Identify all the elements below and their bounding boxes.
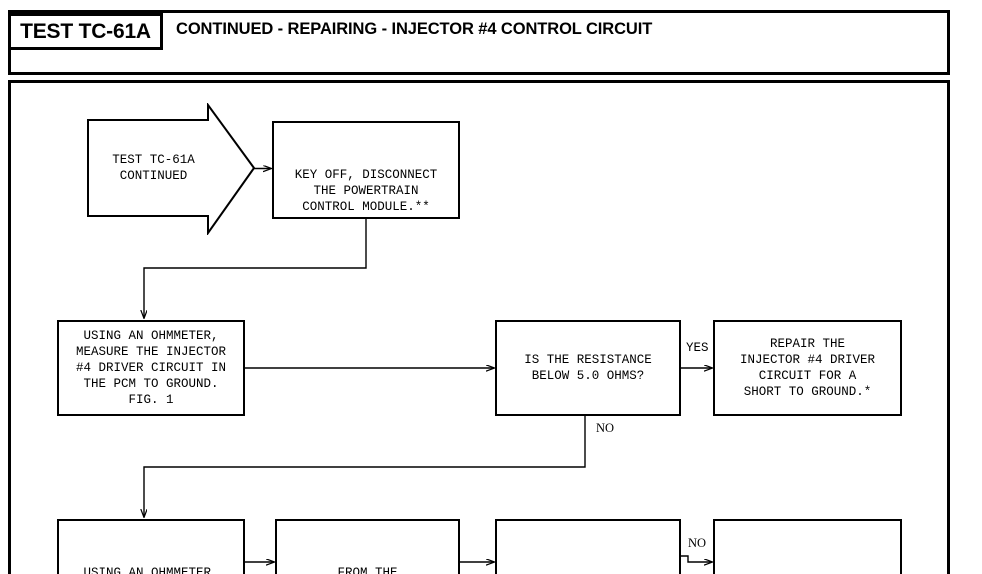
edge-label-no-2: NO [688, 536, 707, 550]
edge-label-yes-1: YES [686, 341, 709, 355]
node-decision-resistance-1-text: IS THE RESISTANCE BELOW 5.0 OHMS? [524, 353, 652, 383]
node-from-pcm-to: FROM THE POWERTRAIN CONTROL MODULE TO TH… [275, 519, 460, 574]
page-title: CONTINUED - REPAIRING - INJECTOR #4 CONT… [176, 20, 653, 38]
node-repair-open-driver: REPAIR THE OPEN INJECTOR #4 DRIVER [713, 519, 902, 574]
node-measure-across-driver-text: USING AN OHMMETER, MEASURE ACROSS THE IN… [83, 566, 219, 574]
node-measure-driver-ground-text: USING AN OHMMETER, MEASURE THE INJECTOR … [75, 329, 227, 407]
test-id-label: TEST TC-61A [20, 19, 151, 43]
edge-label-no-1: NO [596, 421, 615, 435]
node-repair-short-ground-text: REPAIR THE INJECTOR #4 DRIVER CIRCUIT FO… [739, 337, 876, 399]
node-pcm-disconnect: KEY OFF, DISCONNECT THE POWERTRAIN CONTR… [272, 121, 460, 219]
test-id-box: TEST TC-61A [8, 13, 163, 50]
start-node-label: TEST TC-61A CONTINUED [112, 153, 195, 183]
node-measure-driver-ground: USING AN OHMMETER, MEASURE THE INJECTOR … [57, 320, 245, 416]
start-arrow-shape [87, 103, 256, 235]
header-frame [8, 10, 950, 75]
node-decision-resistance-2: IS THE RESISTANCE BELOW 5.0 OHMS? [495, 519, 681, 574]
node-from-pcm-to-text: FROM THE POWERTRAIN CONTROL MODULE TO TH… [337, 566, 398, 574]
node-decision-resistance-1: IS THE RESISTANCE BELOW 5.0 OHMS? [495, 320, 681, 416]
node-measure-across-driver: USING AN OHMMETER, MEASURE ACROSS THE IN… [57, 519, 245, 574]
node-pcm-disconnect-text: KEY OFF, DISCONNECT THE POWERTRAIN CONTR… [294, 168, 438, 214]
node-repair-short-ground: REPAIR THE INJECTOR #4 DRIVER CIRCUIT FO… [713, 320, 902, 416]
